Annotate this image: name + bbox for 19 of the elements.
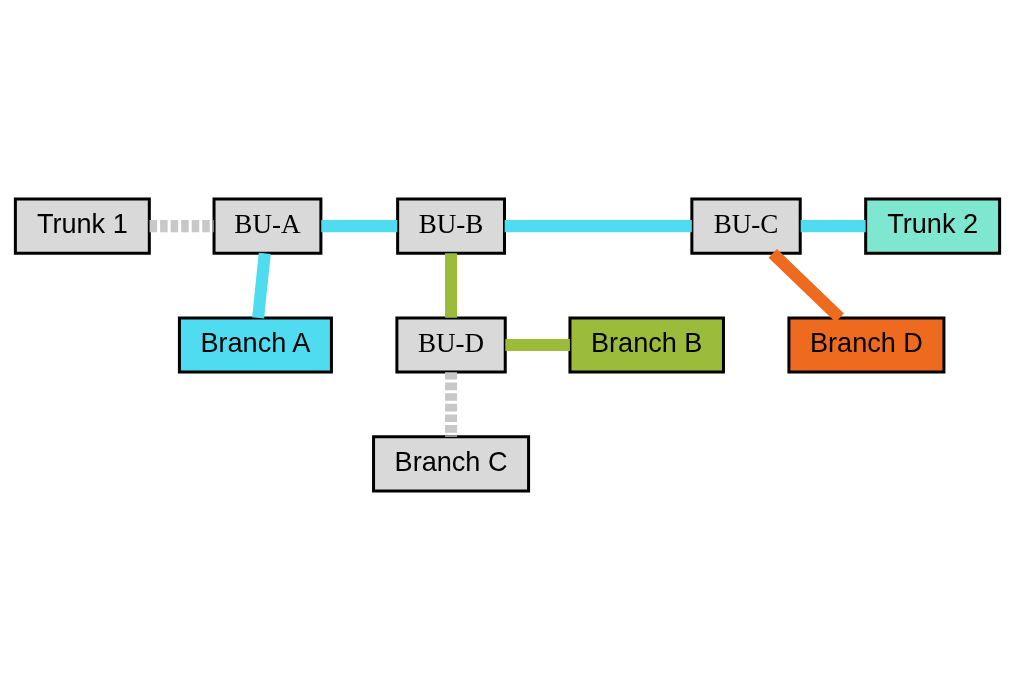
connector — [149, 219, 214, 232]
node-box: Branch B — [568, 315, 725, 374]
node-box: BU-D — [395, 315, 507, 374]
connector — [252, 252, 271, 318]
node-box: Trunk 1 — [13, 197, 151, 255]
node-box: Branch C — [372, 434, 531, 492]
connector — [505, 338, 570, 351]
connector — [321, 219, 398, 232]
node-box: Trunk 2 — [864, 197, 1002, 255]
node-box: Branch A — [177, 315, 333, 374]
connector — [504, 219, 692, 232]
node-box: BU-B — [396, 197, 506, 255]
node-box: Branch D — [787, 315, 946, 374]
connector — [800, 219, 866, 232]
node-box: BU-C — [690, 197, 802, 255]
connector — [445, 252, 458, 318]
connector — [768, 248, 844, 322]
connector — [445, 371, 458, 437]
node-box: BU-A — [212, 197, 323, 255]
